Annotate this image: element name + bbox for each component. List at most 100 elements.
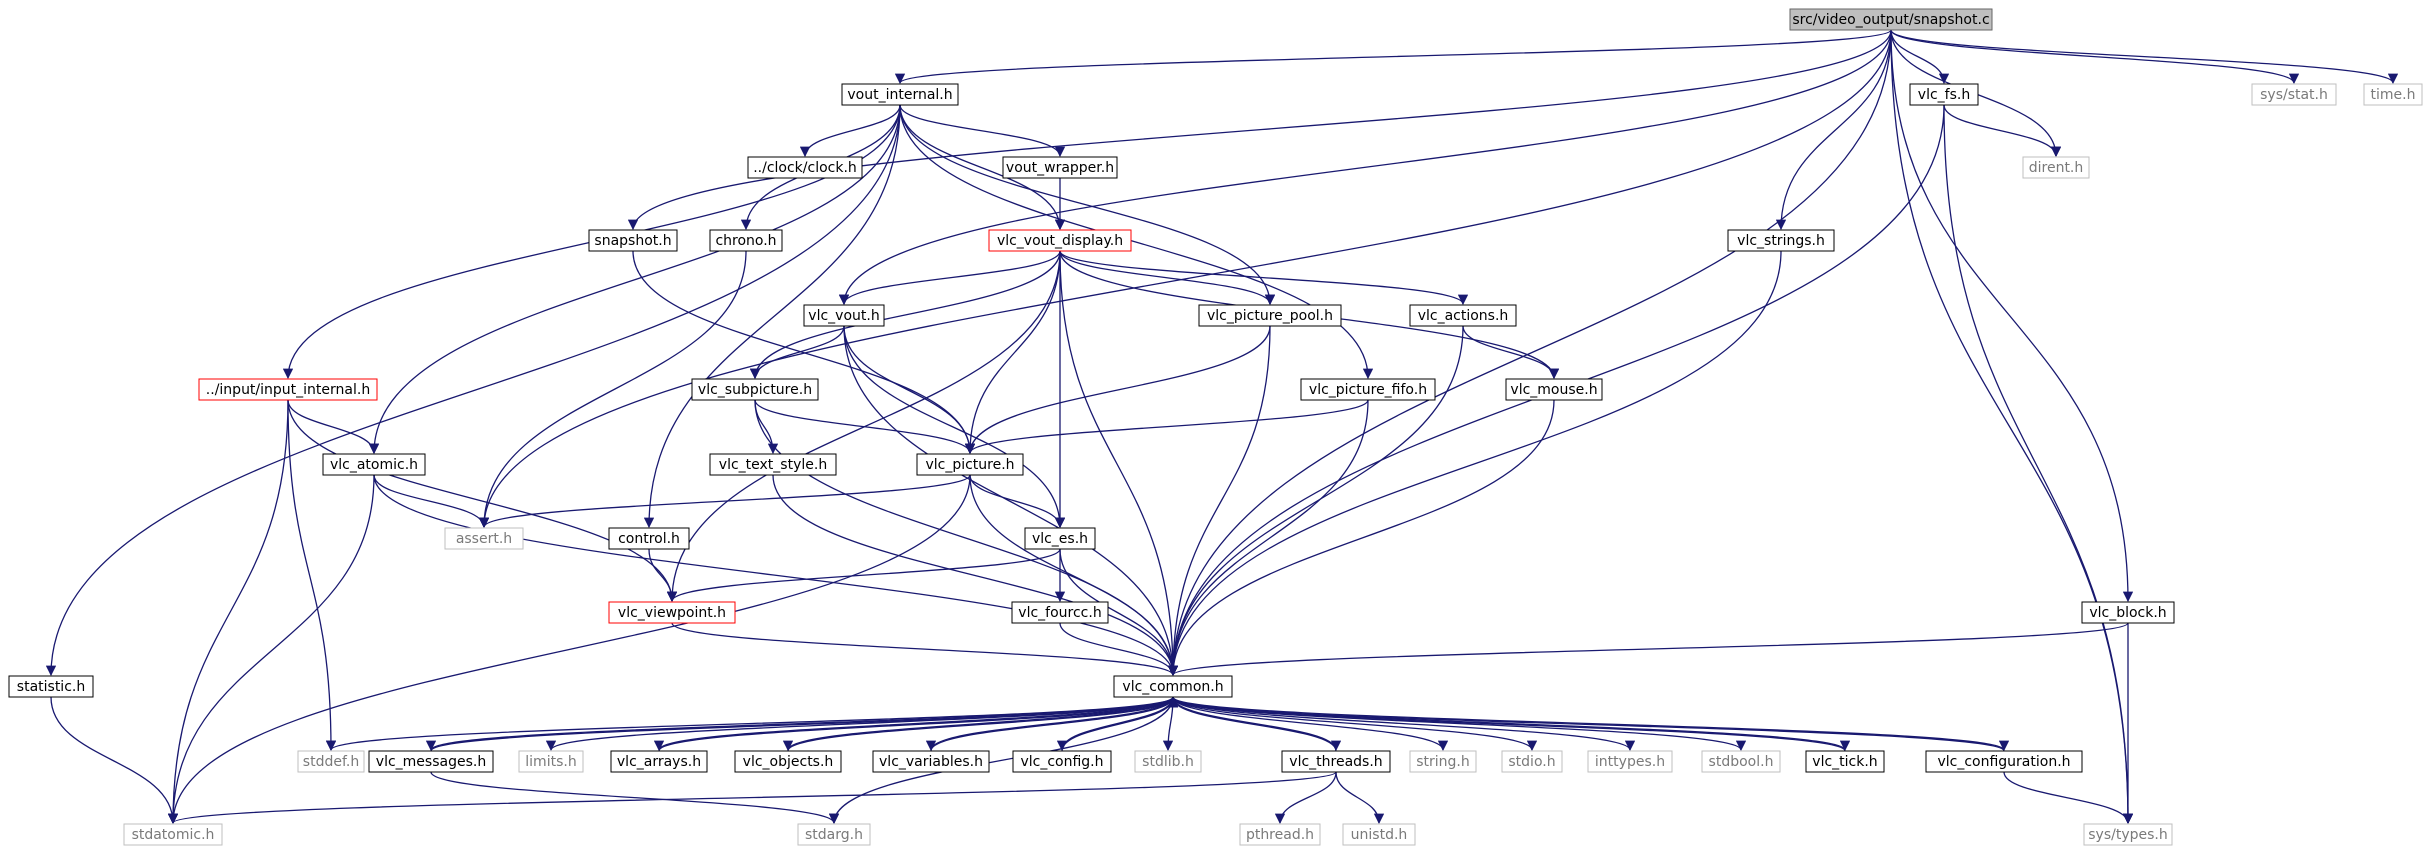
edge-vlc-objects-h-to-vlc-common-h <box>787 696 1179 752</box>
edge-snapshot-c-to-sys-stat-h <box>1890 29 2300 85</box>
node-vlc-block-h[interactable]: vlc_block.h <box>2081 601 2175 624</box>
node-clock-h[interactable]: ../clock/clock.h <box>747 156 863 179</box>
svg-text:vlc_viewpoint.h: vlc_viewpoint.h <box>618 605 726 621</box>
node-pthread-h[interactable]: pthread.h <box>1239 823 1321 846</box>
node-chrono-h[interactable]: chrono.h <box>709 229 783 252</box>
edge-vlc-vout-display-h-to-vlc-viewpoint-h <box>666 250 1061 603</box>
node-dirent-h[interactable]: dirent.h <box>2022 156 2090 179</box>
node-vlc-vout-display-h[interactable]: vlc_vout_display.h <box>988 229 1132 252</box>
svg-text:control.h: control.h <box>618 531 680 547</box>
node-vlc-strings-h[interactable]: vlc_strings.h <box>1727 229 1835 252</box>
edge-snapshot-c-to-snapshot-h <box>627 29 1892 231</box>
svg-text:snapshot.h: snapshot.h <box>594 233 671 249</box>
node-vlc-subpicture-h[interactable]: vlc_subpicture.h <box>691 378 819 401</box>
edge-vlc-common-h-to-stddef-h <box>326 696 1174 752</box>
edge-vlc-picture-h-to-vlc-es-h <box>969 474 1066 529</box>
node-vlc-objects-h[interactable]: vlc_objects.h <box>734 750 842 773</box>
edge-vlc-fs-h-to-sys-types-h <box>1943 104 2134 825</box>
svg-text:vlc_picture_pool.h: vlc_picture_pool.h <box>1207 308 1333 324</box>
node-stdatomic-h[interactable]: stdatomic.h <box>123 823 223 846</box>
node-vlc-config-h[interactable]: vlc_config.h <box>1012 750 1112 773</box>
node-sys-stat-h[interactable]: sys/stat.h <box>2251 83 2337 106</box>
node-vlc-actions-h[interactable]: vlc_actions.h <box>1409 304 1517 327</box>
node-statistic-h[interactable]: statistic.h <box>8 675 94 698</box>
node-vlc-atomic-h[interactable]: vlc_atomic.h <box>322 453 426 476</box>
node-vlc-arrays-h[interactable]: vlc_arrays.h <box>610 750 708 773</box>
svg-text:vlc_common.h: vlc_common.h <box>1122 679 1223 695</box>
node-limits-h[interactable]: limits.h <box>518 750 584 773</box>
node-snapshot-c[interactable]: src/video_output/snapshot.c <box>1789 8 1993 31</box>
edge-vlc-vout-display-h-to-vlc-actions-h <box>1059 250 1469 306</box>
node-stdarg-h[interactable]: stdarg.h <box>797 823 871 846</box>
edge-vlc-common-h-to-stdarg-h <box>828 696 1174 825</box>
edge-vlc-tick-h-to-vlc-common-h <box>1168 696 1846 752</box>
edge-vout-internal-h-to-vlc-atomic-h <box>368 104 901 455</box>
edge-input-internal-h-to-vlc-viewpoint-h <box>287 399 678 603</box>
node-time-h[interactable]: time.h <box>2363 83 2423 106</box>
edge-vlc-configuration-h-to-vlc-common-h <box>1168 696 2005 752</box>
node-vlc-picture-fifo-h[interactable]: vlc_picture_fifo.h <box>1300 378 1436 401</box>
edge-vlc-common-h-to-limits-h <box>546 696 1174 752</box>
node-stddef-h[interactable]: stddef.h <box>297 750 365 773</box>
edge-vlc-vout-display-h-to-vlc-subpicture-h <box>749 250 1061 380</box>
edge-vlc-picture-pool-h-to-vlc-picture-h <box>964 325 1271 455</box>
edge-vlc-picture-h-to-assert-h <box>478 474 971 529</box>
node-vlc-fs-h[interactable]: vlc_fs.h <box>1909 83 1979 106</box>
node-vlc-picture-pool-h[interactable]: vlc_picture_pool.h <box>1198 304 1342 327</box>
edge-control-h-to-vlc-viewpoint-h <box>648 548 678 603</box>
node-vlc-configuration-h[interactable]: vlc_configuration.h <box>1925 750 2083 773</box>
node-snapshot-h[interactable]: snapshot.h <box>588 229 678 252</box>
svg-text:pthread.h: pthread.h <box>1246 827 1314 843</box>
svg-text:vlc_variables.h: vlc_variables.h <box>879 754 983 770</box>
edge-vout-internal-h-to-statistic-h <box>45 104 901 677</box>
svg-text:stdatomic.h: stdatomic.h <box>132 827 215 843</box>
node-vlc-tick-h[interactable]: vlc_tick.h <box>1805 750 1885 773</box>
edge-vlc-strings-h-to-vlc-common-h <box>1167 250 1782 677</box>
node-vout-wrapper-h[interactable]: vout_wrapper.h <box>1002 156 1118 179</box>
node-unistd-h[interactable]: unistd.h <box>1342 823 1416 846</box>
node-stdbool-h[interactable]: stdbool.h <box>1701 750 1781 773</box>
node-string-h[interactable]: string.h <box>1409 750 1477 773</box>
node-vlc-picture-h[interactable]: vlc_picture.h <box>916 453 1024 476</box>
svg-text:vlc_es.h: vlc_es.h <box>1032 531 1088 547</box>
node-vlc-common-h[interactable]: vlc_common.h <box>1113 675 1233 698</box>
node-assert-h[interactable]: assert.h <box>444 527 524 550</box>
node-vlc-messages-h[interactable]: vlc_messages.h <box>368 750 494 773</box>
node-vlc-text-style-h[interactable]: vlc_text_style.h <box>709 453 837 476</box>
svg-text:../input/input_internal.h: ../input/input_internal.h <box>206 382 370 398</box>
node-sys-types-h[interactable]: sys/types.h <box>2083 823 2173 846</box>
node-stdio-h[interactable]: stdio.h <box>1501 750 1563 773</box>
edge-snapshot-c-to-vlc-strings-h <box>1775 29 1892 231</box>
node-stdlib-h[interactable]: stdlib.h <box>1134 750 1202 773</box>
svg-text:vlc_messages.h: vlc_messages.h <box>376 754 486 770</box>
edge-vout-internal-h-to-control-h <box>643 104 901 529</box>
node-inttypes-h[interactable]: inttypes.h <box>1587 750 1673 773</box>
edge-vlc-picture-fifo-h-to-vlc-picture-h <box>964 399 1369 455</box>
node-vlc-threads-h[interactable]: vlc_threads.h <box>1281 750 1391 773</box>
svg-text:vlc_config.h: vlc_config.h <box>1020 754 1103 770</box>
svg-text:vlc_vout_display.h: vlc_vout_display.h <box>997 233 1123 249</box>
svg-text:vlc_strings.h: vlc_strings.h <box>1737 233 1825 249</box>
node-vlc-viewpoint-h[interactable]: vlc_viewpoint.h <box>608 601 736 624</box>
edge-chrono-h-to-assert-h <box>478 250 747 529</box>
svg-text:time.h: time.h <box>2371 87 2416 103</box>
node-vout-internal-h[interactable]: vout_internal.h <box>841 83 959 106</box>
edge-vout-internal-h-to-clock-h <box>799 104 901 158</box>
svg-text:unistd.h: unistd.h <box>1351 827 1408 843</box>
node-vlc-mouse-h[interactable]: vlc_mouse.h <box>1505 378 1603 401</box>
svg-text:vlc_arrays.h: vlc_arrays.h <box>617 754 701 770</box>
node-vlc-variables-h[interactable]: vlc_variables.h <box>872 750 990 773</box>
node-vlc-fourcc-h[interactable]: vlc_fourcc.h <box>1011 601 1109 624</box>
edge-vlc-messages-h-to-vlc-common-h <box>430 696 1178 752</box>
edge-vlc-threads-h-to-vlc-common-h <box>1167 696 1337 752</box>
svg-text:chrono.h: chrono.h <box>715 233 776 249</box>
node-control-h[interactable]: control.h <box>608 527 690 550</box>
edge-vlc-variables-h-to-vlc-common-h <box>930 696 1179 752</box>
node-input-internal-h[interactable]: ../input/input_internal.h <box>198 378 378 401</box>
node-vlc-es-h[interactable]: vlc_es.h <box>1024 527 1096 550</box>
node-vlc-vout-h[interactable]: vlc_vout.h <box>803 304 885 327</box>
svg-text:vout_wrapper.h: vout_wrapper.h <box>1006 160 1114 176</box>
edge-snapshot-c-to-vlc-common-h <box>1167 29 1892 677</box>
edge-vlc-common-h-to-vlc-variables-h <box>925 696 1174 752</box>
